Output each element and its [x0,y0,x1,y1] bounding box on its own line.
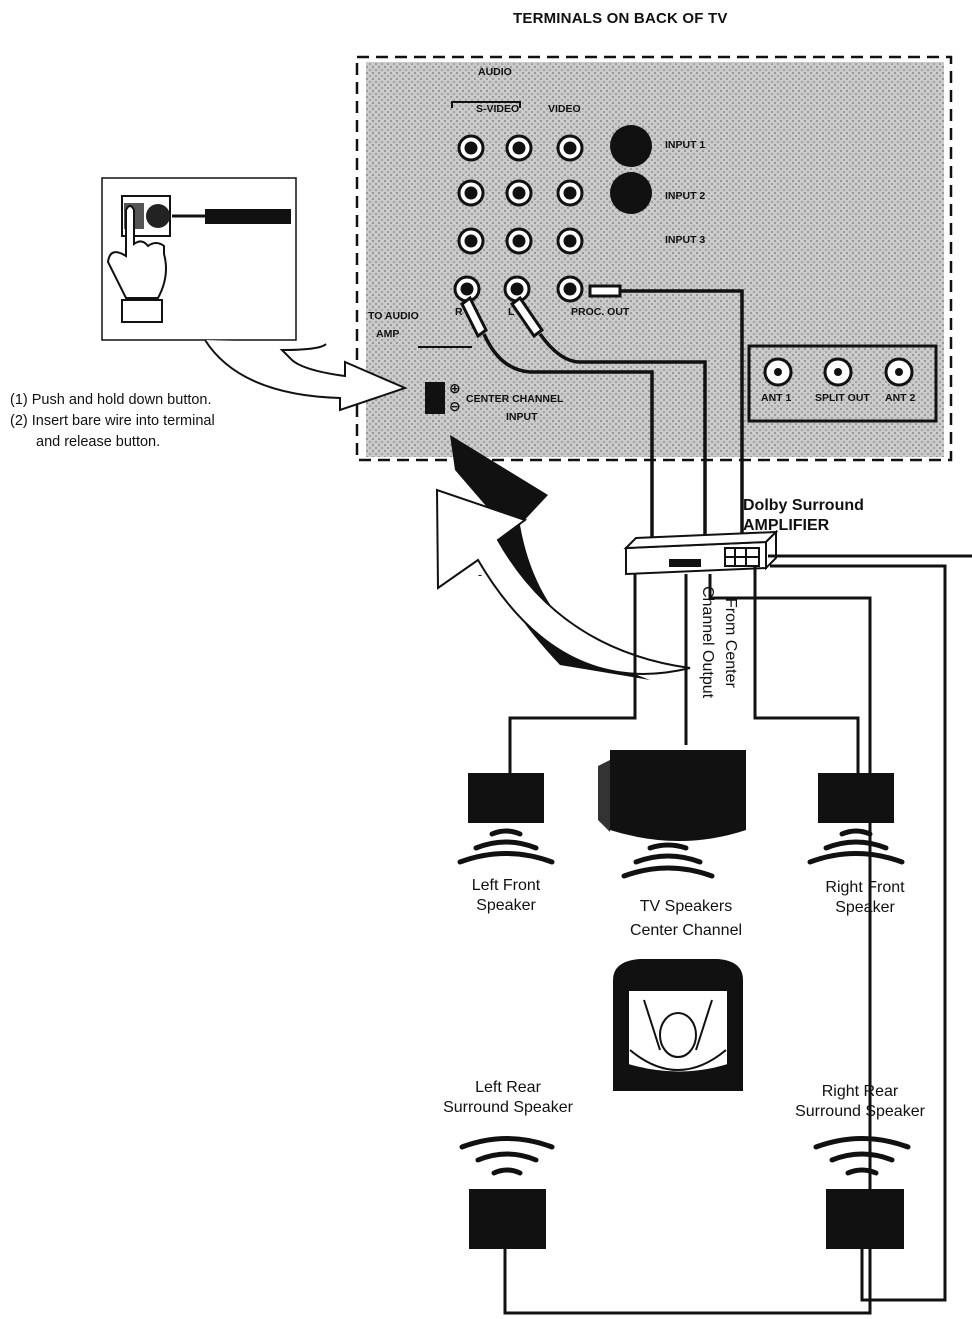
amplifier [623,529,779,576]
to-audio-label: TO AUDIO [368,310,419,322]
ant2-label: ANT 2 [885,392,916,404]
amplifier-label-line2: AMPLIFIER [743,517,830,534]
split-out-label: SPLIT OUT [815,392,870,404]
instruction-step-2: (2) Insert bare wire into terminal [10,413,215,429]
diagram-title: TERMINALS ON BACK OF TV [513,10,728,27]
left-front-speaker [468,773,544,823]
right-channel-label: R [455,306,463,318]
minus-terminal-icon: ⊖ [449,398,461,414]
center-channel-label: CENTER CHANNEL [466,393,564,405]
plus-terminal-icon: ⊕ [449,380,461,396]
svideo-label: S-VIDEO [476,103,520,115]
ant1-label: ANT 1 [761,392,792,404]
amp-label: AMP [376,328,400,340]
video-label: VIDEO [548,103,581,115]
center-output-label-line1: From Center [722,598,739,688]
audio-label: AUDIO [478,66,512,78]
tv-to-amp-cables [482,289,744,545]
inset-arrow [204,339,408,412]
center-output-label-line2: Channel Output [699,586,716,699]
center-input-label: INPUT [506,411,538,423]
right-front-speaker [818,773,894,823]
tv-set [598,750,746,841]
instruction-step-2-cont: and release button. [36,434,161,450]
center-input-arrow [435,435,691,680]
left-channel-label: L [508,306,515,318]
button-inset [101,177,297,341]
right-rear-speaker [826,1189,904,1249]
speaker-wiring [478,554,972,1315]
listener-icon [613,959,743,1091]
left-rear-speaker [469,1189,546,1249]
input-3-label: INPUT 3 [665,234,706,246]
sound-wave-icons [457,828,911,1176]
input-2-label: INPUT 2 [665,190,706,202]
audio-bracket [451,101,521,108]
amplifier-label-line1: Dolby Surround [743,497,864,514]
tv-back-panel [355,55,953,462]
antenna-terminals [747,344,938,423]
input-1-label: INPUT 1 [665,139,706,151]
instruction-step-1: (1) Push and hold down button. [10,392,212,408]
rca-plugs [460,284,622,339]
proc-out-label: PROC. OUT [571,306,630,318]
s-video-jacks [610,125,652,214]
audio-video-jacks [453,134,584,303]
center-channel-terminal [425,382,445,414]
hand-icon [106,205,167,299]
